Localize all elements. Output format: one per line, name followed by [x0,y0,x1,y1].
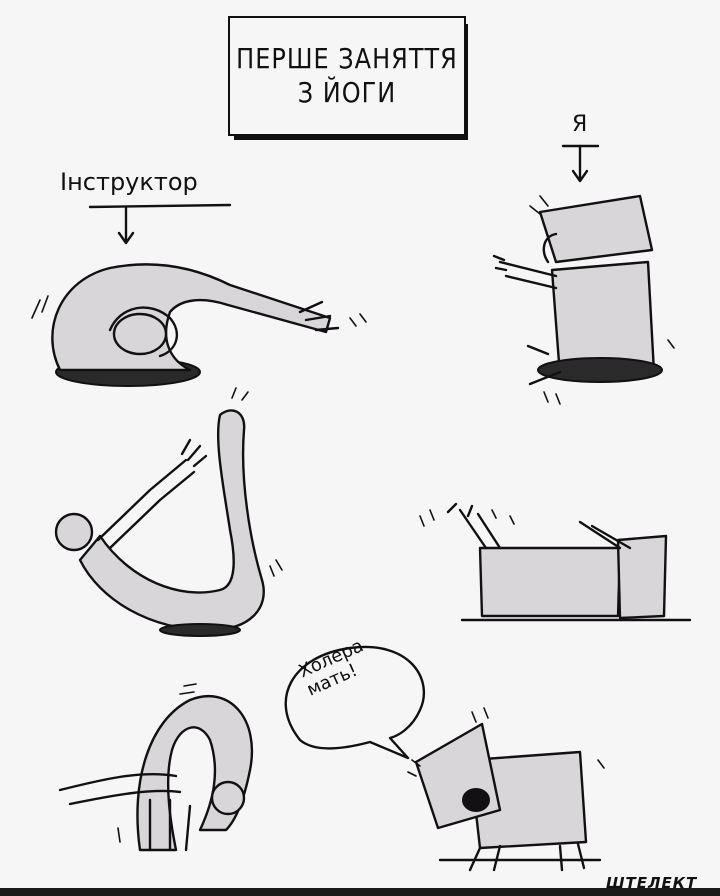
title-line-2: З ЙОГИ [297,76,397,110]
bottom-bar [0,888,720,896]
watermark: ШТЕЛЕКТ [606,874,698,892]
instructor-pose-backbend [31,263,367,387]
title-line-1: ПЕРШЕ ЗАНЯТТЯ [236,42,458,76]
me-pose-standing [492,194,675,405]
title-box: ПЕРШЕ ЗАНЯТТЯ З ЙОГИ [228,16,466,136]
instructor-pose-boat [54,387,283,637]
instructor-label: Інструктор [60,168,198,196]
me-pose-lying [419,502,692,622]
instructor-pose-fold [58,683,254,852]
me-label: Я [572,112,588,137]
me-arrow [561,144,600,183]
speech-bubble [284,645,426,760]
instructor-arrow [88,203,232,245]
me-pose-fallen [407,707,605,872]
